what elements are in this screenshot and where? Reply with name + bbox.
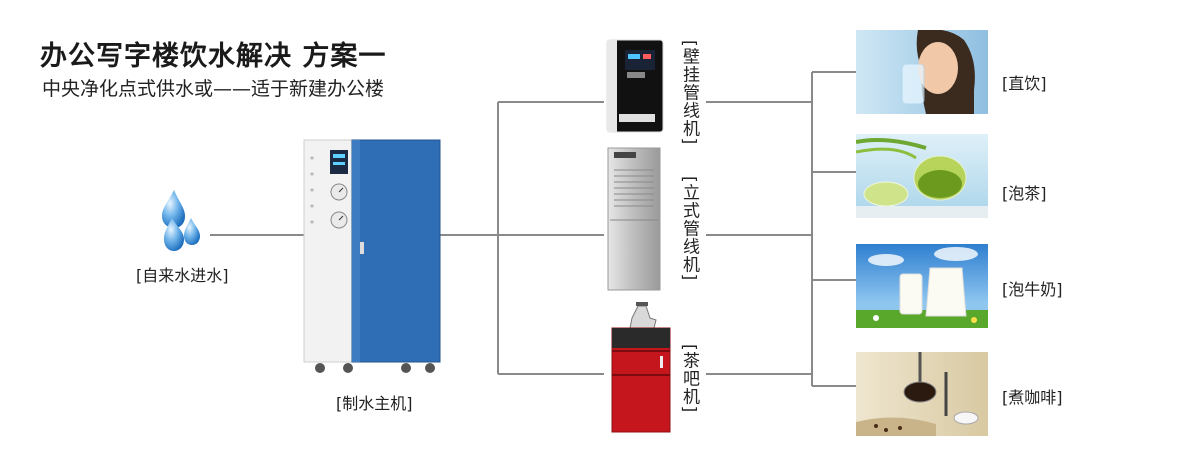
source-label: [自来水进水] xyxy=(136,266,229,285)
page-title: 办公写字楼饮水解决 方案一 xyxy=(40,41,387,72)
coffee-image xyxy=(856,352,988,436)
milk-image xyxy=(856,244,988,328)
use-thumb-drinking xyxy=(856,30,988,114)
page-subtitle: 中央净化点式供水或——适于新建办公楼 xyxy=(42,78,385,100)
use-thumb-milk xyxy=(856,244,988,328)
drinking-water-image xyxy=(856,30,988,114)
main-unit-illustration xyxy=(303,139,441,373)
use-thumb-tea xyxy=(856,134,988,218)
tea-bar-illustration xyxy=(611,302,671,433)
wall-dispenser-label: [壁挂管线机] xyxy=(679,40,699,146)
use-thumb-coffee xyxy=(856,352,988,436)
use-label-milk: [泡牛奶] xyxy=(1002,280,1063,299)
tea-bar-label: [茶吧机] xyxy=(679,344,699,414)
use-label-tea: [泡茶] xyxy=(1002,184,1047,203)
tea-image xyxy=(856,134,988,218)
standing-dispenser-illustration xyxy=(607,147,661,291)
water-drops-icon xyxy=(162,190,200,251)
standing-dispenser-label: [立式管线机] xyxy=(679,176,699,282)
use-label-drinking: [直饮] xyxy=(1002,74,1047,93)
wall-dispenser-illustration xyxy=(606,39,664,133)
main-unit-label: [制水主机] xyxy=(336,394,413,413)
use-label-coffee: [煮咖啡] xyxy=(1002,388,1063,407)
